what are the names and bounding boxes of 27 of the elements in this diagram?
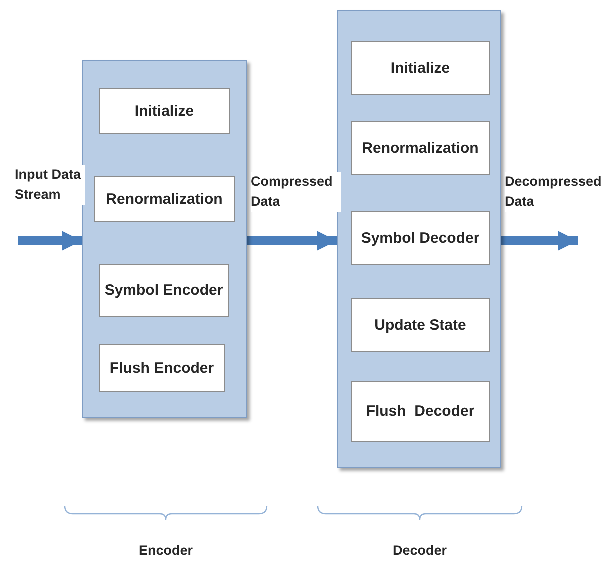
process-box [351,298,490,352]
group-label: Encoder [138,543,194,558]
arrow [501,231,578,251]
group-label: Decoder [392,543,448,558]
box-label: Flush Encoder [110,360,214,376]
process-box [351,381,490,442]
process-box [351,41,490,95]
box-label: Symbol Encoder [104,282,224,299]
box-label: Update State [374,316,466,334]
arrow [247,231,337,251]
box-label: Renormalization [362,140,479,156]
panel [337,10,501,468]
edge-label: Input Data Stream [15,165,85,205]
process-box [351,211,490,265]
box-label: Flush Decoder [366,403,475,420]
box-label: Initialize [390,60,450,76]
box-label: Symbol Decoder [361,230,480,246]
box-label: Initialize [134,102,194,120]
box-label: Renormalization [106,190,223,208]
arrow [18,231,82,251]
process-box [99,344,225,392]
process-box [94,176,235,222]
edge-label: Compressed Data [251,172,341,212]
panel [82,60,247,418]
process-box [99,264,229,317]
process-box [99,88,230,134]
process-box [351,121,490,175]
